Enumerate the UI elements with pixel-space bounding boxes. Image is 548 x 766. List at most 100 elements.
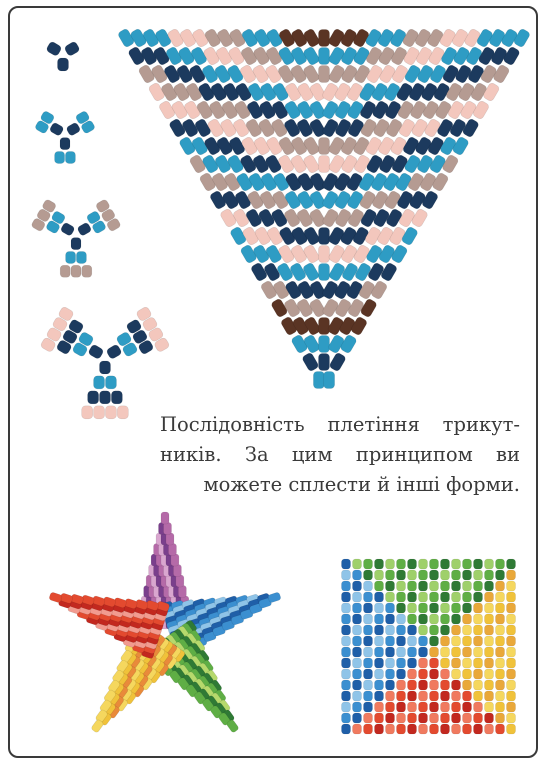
square-bead [506, 569, 516, 581]
triangle-bead [258, 208, 275, 228]
triangle-bead [360, 100, 376, 120]
triangle-bead [233, 208, 250, 228]
triangle-bead [291, 136, 308, 156]
triangle-bead [318, 263, 330, 281]
square-bead [462, 624, 472, 636]
triangle-bead [303, 262, 319, 282]
triangle-bead [309, 100, 326, 120]
square-bead [506, 613, 516, 625]
triangle-bead [116, 332, 132, 347]
triangle-bead [138, 64, 155, 84]
triangle-bead [447, 100, 464, 120]
square-bead [385, 602, 395, 614]
triangle-bead [35, 120, 49, 134]
triangle-bead [335, 208, 352, 228]
square-bead [407, 679, 417, 691]
square-bead [418, 580, 428, 592]
triangle-bead [60, 222, 75, 236]
triangle-bead [303, 244, 320, 264]
triangle-bead [130, 28, 147, 48]
square-bead [473, 613, 483, 625]
triangle-bead [473, 100, 489, 120]
triangle-bead [353, 28, 369, 48]
triangle-bead [360, 208, 377, 228]
square-bead [440, 668, 450, 680]
triangle-bead [81, 264, 93, 278]
triangle-bead [148, 82, 165, 102]
square-bead [440, 679, 450, 691]
triangle-bead [70, 237, 82, 250]
square-bead [396, 668, 406, 680]
triangle-bead [194, 118, 211, 138]
triangle-bead [416, 46, 432, 66]
triangle-bead [366, 64, 383, 84]
square-bead [374, 591, 384, 603]
triangle-bead [353, 154, 370, 174]
square-bead [462, 569, 472, 581]
square-bead [451, 602, 461, 614]
triangle-bead [186, 82, 202, 102]
square-bead [396, 723, 406, 735]
triangle-bead [265, 154, 282, 174]
triangle-bead [155, 28, 172, 48]
triangle-bead [433, 82, 450, 102]
triangle-bead [251, 262, 267, 282]
star-bead [49, 592, 63, 603]
square-bead [451, 591, 461, 603]
square-bead [440, 635, 450, 647]
triangle-bead [192, 28, 209, 48]
triangle-bead [189, 154, 206, 174]
triangle-bead [318, 137, 330, 155]
triangle-bead [334, 190, 351, 210]
triangle-bead [296, 298, 313, 318]
triangle-bead [503, 46, 520, 66]
square-bead [407, 657, 417, 669]
square-bead [407, 646, 417, 658]
triangle-bead [354, 64, 370, 84]
triangle-bead [62, 329, 78, 344]
square-bead [363, 624, 373, 636]
triangle-bead [303, 46, 320, 66]
square-bead [363, 602, 373, 614]
square-bead [418, 558, 428, 570]
triangle-bead [166, 46, 182, 66]
triangle-bead [271, 118, 288, 138]
triangle-bead [228, 46, 245, 66]
triangle-bead [453, 46, 470, 66]
square-bead [484, 712, 494, 724]
triangle-bead [241, 136, 258, 156]
square-bead [473, 668, 483, 680]
square-bead [451, 679, 461, 691]
triangle-bead [309, 298, 326, 318]
triangle-bead [247, 190, 264, 210]
triangle-bead [46, 41, 62, 56]
square-bead [407, 668, 417, 680]
triangle-bead [258, 118, 275, 138]
square-bead [506, 690, 516, 702]
triangle-bead [452, 28, 468, 48]
triangle-bead [449, 118, 466, 138]
triangle-bead [322, 82, 339, 102]
triangle-bead [58, 307, 74, 321]
triangle-bead [360, 298, 377, 318]
square-bead [385, 690, 395, 702]
triangle-bead [284, 118, 301, 138]
triangle-bead [304, 316, 321, 336]
triangle-bead [404, 154, 421, 174]
triangle-bead [428, 46, 445, 66]
square-bead [484, 701, 494, 713]
square-bead [352, 624, 362, 636]
square-bead [418, 635, 428, 647]
triangle-bead [441, 46, 457, 66]
square-bead [385, 701, 395, 713]
square-bead [484, 679, 494, 691]
star-bead [160, 511, 170, 525]
square-bead [462, 657, 472, 669]
square-bead [451, 657, 461, 669]
square-bead [352, 712, 362, 724]
square-bead [495, 569, 505, 581]
triangle-bead [56, 340, 72, 355]
triangle-bead [341, 244, 358, 264]
triangle-bead [381, 262, 397, 282]
square-bead [429, 635, 439, 647]
